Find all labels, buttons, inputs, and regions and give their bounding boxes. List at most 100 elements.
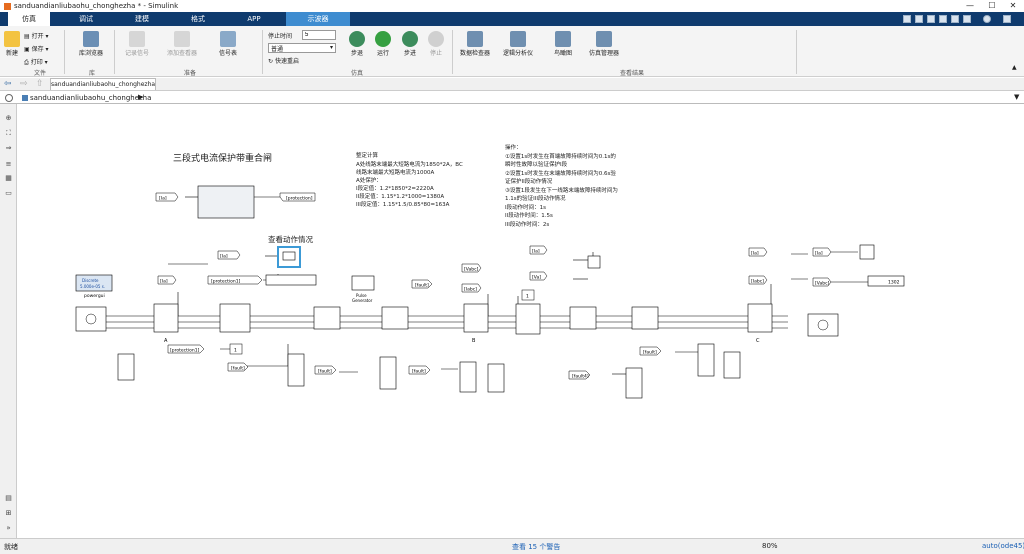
sim-manager-button[interactable]: 仿真管理器 xyxy=(588,31,620,57)
from-vabc-tag-2[interactable]: [Vabc] xyxy=(812,277,832,287)
from-ia-tag[interactable]: [Ia] xyxy=(155,192,179,202)
address-path[interactable]: sanduandianliubaohu_chonghezha xyxy=(30,94,152,102)
arrow-right-icon[interactable]: ⇒ xyxy=(5,144,12,152)
help-icon[interactable] xyxy=(983,15,991,23)
forward-icon[interactable]: ⇨ xyxy=(20,79,28,89)
display-block[interactable] xyxy=(265,274,317,286)
expand-icon[interactable]: » xyxy=(6,524,11,532)
data-inspector-button[interactable]: 数据检查器 xyxy=(460,31,490,57)
vi-measurement-a[interactable]: A xyxy=(153,303,179,344)
tab-debug[interactable]: 调试 xyxy=(79,15,93,23)
area-icon[interactable]: ▭ xyxy=(5,189,12,197)
constant-block-2[interactable]: 1 xyxy=(521,289,535,301)
zoom-in-icon[interactable]: ⊕ xyxy=(5,114,12,122)
stop-time-input[interactable] xyxy=(302,30,336,40)
up-icon[interactable]: ⇧ xyxy=(36,79,44,89)
model-browser-icon[interactable] xyxy=(5,94,13,102)
vi-measurement-b[interactable]: B xyxy=(463,303,489,344)
step-forward-button[interactable]: 步进 xyxy=(399,31,421,57)
stop-button[interactable]: 停止 xyxy=(425,31,447,57)
save-icon[interactable] xyxy=(903,15,911,23)
simulink-diagram[interactable]: 三段式电流保护带重合闸 查看动作情况 整定计算 A处线路末端最大短路电流为185… xyxy=(18,104,1024,538)
vi-measurement-c[interactable]: C xyxy=(747,303,773,344)
pulse-generator-block[interactable] xyxy=(351,275,375,291)
run-button[interactable]: 运行 xyxy=(372,31,394,57)
paste-icon[interactable] xyxy=(963,15,971,23)
load-rlc-2[interactable] xyxy=(723,351,741,379)
from-iabc-tag-2[interactable]: [Iabc] xyxy=(461,283,482,293)
goto-protection1-tag[interactable]: [protection1] xyxy=(167,344,205,354)
breaker-2[interactable] xyxy=(515,303,541,335)
minimize-button[interactable]: — xyxy=(966,1,974,10)
line-section-3[interactable] xyxy=(569,306,597,330)
collapse-ribbon-icon[interactable]: ▲ xyxy=(1012,64,1017,71)
logic-analyzer-button[interactable]: 逻辑分析仪 xyxy=(498,31,538,57)
powergui-block[interactable] xyxy=(75,274,113,292)
goto-fault-tag-4[interactable]: [fault4] xyxy=(568,370,591,380)
goto-fault-tag-1[interactable]: [fault] xyxy=(227,362,249,372)
redo-icon[interactable] xyxy=(927,15,935,23)
image-icon[interactable]: ▦ xyxy=(5,174,12,182)
undo-icon[interactable] xyxy=(915,15,923,23)
load-rlc-1[interactable] xyxy=(117,353,135,381)
sim-mode-select[interactable]: 普通▾ xyxy=(268,43,336,53)
tab-modeling[interactable]: 建模 xyxy=(135,15,149,23)
copy-icon[interactable] xyxy=(951,15,959,23)
signal-table-button[interactable]: 信号表 xyxy=(210,31,246,57)
fault-block-1[interactable] xyxy=(287,353,305,387)
open-button[interactable]: ▤ 打开 ▾ xyxy=(24,33,49,40)
fault-block-2[interactable] xyxy=(379,356,397,390)
tab-app[interactable]: APP xyxy=(247,15,261,23)
solver-link[interactable]: auto(ode45) xyxy=(982,542,1024,550)
annotation-icon[interactable]: ≡ xyxy=(5,160,12,168)
from-iabc-tag[interactable]: [Ia] xyxy=(217,250,241,260)
step-back-button[interactable]: 步退 xyxy=(346,31,368,57)
display-block-2[interactable]: 1302 xyxy=(867,275,905,287)
bottom-panel-icon[interactable]: ▤ xyxy=(5,494,12,502)
fault-block-4[interactable] xyxy=(625,367,643,399)
tab-format[interactable]: 格式 xyxy=(191,15,205,23)
library-browser-button[interactable]: 库浏览器 xyxy=(72,31,110,57)
line-section-1[interactable] xyxy=(313,306,341,330)
fast-restart-button[interactable]: ↻ 快速重启 xyxy=(268,58,299,65)
scope-block-3[interactable] xyxy=(859,244,875,260)
fault-block-5[interactable] xyxy=(697,343,715,377)
fit-view-icon[interactable]: ⛶ xyxy=(6,129,11,137)
model-canvas[interactable]: 三段式电流保护带重合闸 查看动作情况 整定计算 A处线路末端最大短路电流为185… xyxy=(18,104,1024,538)
from-iabc-tag-3[interactable]: [Iabc] xyxy=(748,275,768,285)
from-protection1-tag[interactable]: [protection1] xyxy=(207,275,263,285)
save-button[interactable]: ▣ 保存 ▾ xyxy=(24,46,49,53)
from-ia-tag-3[interactable]: [Ia] xyxy=(748,247,768,257)
maximize-button[interactable]: ☐ xyxy=(988,1,996,10)
tab-simulation[interactable]: 仿真 xyxy=(8,12,50,26)
from-ia-tag-4[interactable]: [Ia] xyxy=(812,247,832,257)
back-icon[interactable]: ⇦ xyxy=(4,79,12,89)
load-rlc-3[interactable] xyxy=(487,363,505,393)
goto-fault-tag-2[interactable]: [fault] xyxy=(314,365,337,375)
breaker-1[interactable] xyxy=(219,303,251,333)
cut-icon[interactable] xyxy=(939,15,947,23)
goto-fault-tag-3[interactable]: [fault] xyxy=(408,365,431,375)
line-section-4[interactable] xyxy=(631,306,659,330)
table-icon[interactable]: ⊞ xyxy=(5,509,12,517)
from-ia-small[interactable]: [Ia] xyxy=(157,275,177,285)
warnings-link[interactable]: 查看 15 个警告 xyxy=(512,543,561,551)
address-dropdown-icon[interactable]: ▼ xyxy=(1014,93,1020,101)
from-ia-tag-2[interactable]: [Ia] xyxy=(529,245,548,255)
tab-scope[interactable]: 示波器 xyxy=(286,12,350,26)
close-button[interactable]: ✕ xyxy=(1009,1,1017,10)
goto-fault-tag-top[interactable]: [fault] xyxy=(411,279,433,289)
load-source-block[interactable] xyxy=(807,313,839,337)
more-icon[interactable] xyxy=(1003,15,1011,23)
goto-protection-tag[interactable]: [protection] xyxy=(279,192,316,202)
new-button[interactable]: 新建 xyxy=(3,31,21,57)
bird-view-button[interactable]: 鸟瞰图 xyxy=(548,31,578,57)
constant-block-1[interactable]: 1 xyxy=(229,343,243,355)
from-va-tag[interactable]: [Va] xyxy=(529,271,548,281)
model-tab[interactable]: sanduandianliubaohu_chonghezha xyxy=(50,78,156,90)
fault-block-3[interactable] xyxy=(459,361,477,393)
three-phase-source-block[interactable] xyxy=(75,306,107,332)
record-signal-button[interactable]: 记录信号 xyxy=(118,31,156,57)
goto-fault-tag-5[interactable]: [fault] xyxy=(639,346,662,356)
add-viewer-button[interactable]: 添加查看器 xyxy=(160,31,204,57)
